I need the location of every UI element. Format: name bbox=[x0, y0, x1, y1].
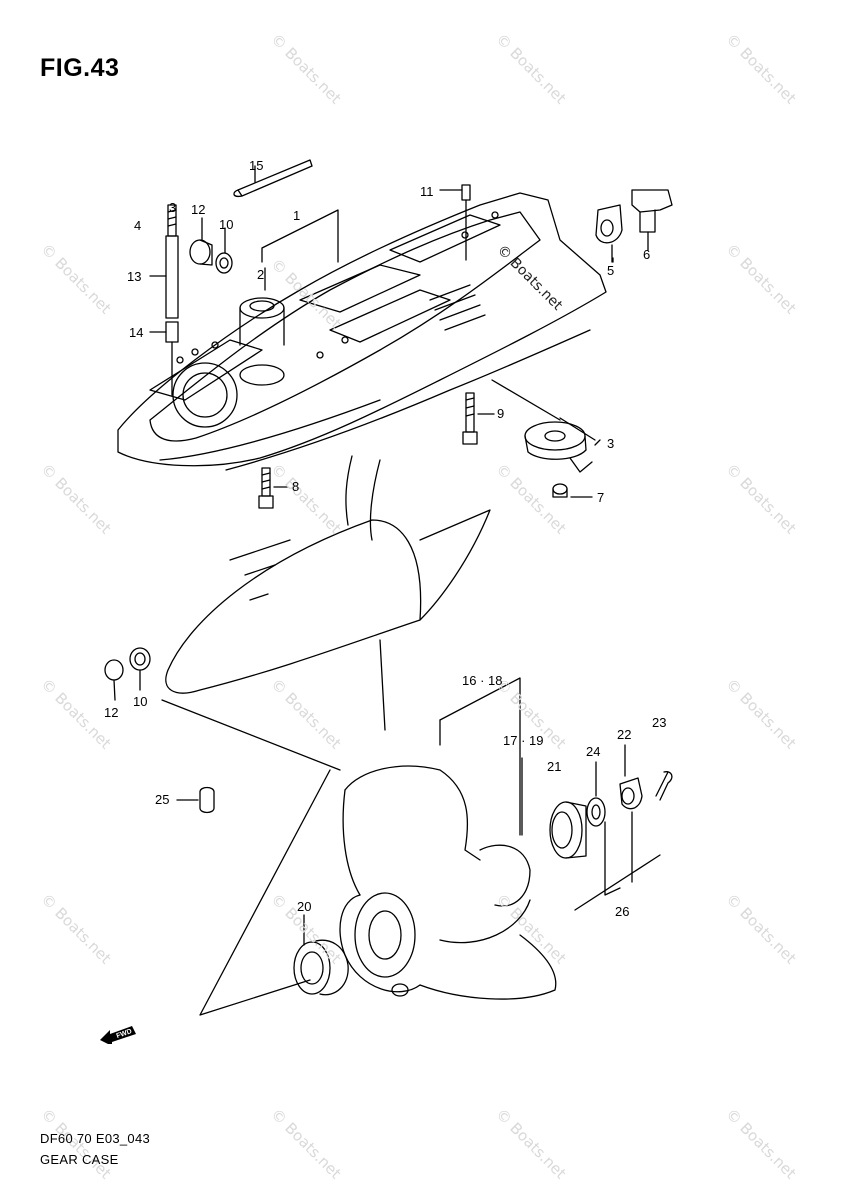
part-12-plug bbox=[189, 217, 233, 274]
callout-3-top: 3 bbox=[169, 200, 177, 215]
part-9-bolt bbox=[462, 392, 495, 445]
callout-11: 11 bbox=[420, 184, 434, 199]
callout-9: 9 bbox=[497, 406, 505, 421]
fwd-arrow-icon: FWD bbox=[98, 1022, 138, 1046]
callout-20: 20 bbox=[297, 899, 312, 914]
part-11-bolt bbox=[439, 184, 471, 261]
leader-3 bbox=[594, 439, 601, 446]
callout-23: 23 bbox=[652, 715, 667, 730]
part-5-bracket bbox=[595, 204, 623, 263]
part-3-trim-tab bbox=[491, 379, 593, 473]
part-25-plug bbox=[176, 786, 215, 814]
callout-10-top: 10 bbox=[219, 217, 234, 232]
callout-8: 8 bbox=[292, 479, 300, 494]
callout-15: 15 bbox=[249, 158, 264, 173]
callout-22: 22 bbox=[617, 727, 632, 742]
part-22-nut bbox=[619, 744, 643, 810]
callout-25: 25 bbox=[155, 792, 170, 807]
callout-26: 26 bbox=[615, 904, 630, 919]
callout-21: 21 bbox=[547, 759, 562, 774]
callout-2: 2 bbox=[257, 267, 265, 282]
fwd-label: FWD bbox=[116, 1028, 133, 1040]
part-6-anode bbox=[631, 189, 673, 251]
part-13-stud bbox=[149, 204, 179, 396]
part-7-bolt bbox=[552, 483, 593, 498]
part-20-spacer bbox=[293, 914, 349, 996]
callout-16-18: 16 · 18 bbox=[462, 673, 503, 688]
callout-3: 3 bbox=[607, 436, 615, 451]
part-15-tie bbox=[233, 159, 313, 198]
gear-case-housing bbox=[117, 192, 607, 471]
callout-1: 1 bbox=[293, 208, 301, 223]
callout-12-top: 12 bbox=[191, 202, 206, 217]
part-12-lower-plug bbox=[104, 647, 151, 701]
part-23-cotter-pin bbox=[655, 771, 673, 801]
part-26-leaders bbox=[574, 811, 661, 911]
callout-5: 5 bbox=[607, 263, 615, 278]
part-21-washer bbox=[549, 801, 587, 859]
callout-24: 24 bbox=[586, 744, 601, 759]
part-8-bolt bbox=[258, 467, 289, 509]
figure-caption: GEAR CASE bbox=[40, 1152, 119, 1167]
lower-housing-outline bbox=[161, 455, 491, 1016]
callout-7: 7 bbox=[597, 490, 605, 505]
callout-14: 14 bbox=[129, 325, 144, 340]
leader-3b bbox=[559, 417, 596, 441]
callout-10-lower: 10 bbox=[133, 694, 148, 709]
figure-title: FIG.43 bbox=[40, 54, 120, 82]
part-24-washer bbox=[586, 761, 606, 827]
callout-4: 4 bbox=[134, 218, 142, 233]
figure-code: DF60 70 E03_043 bbox=[40, 1131, 151, 1146]
callout-12-lower: 12 bbox=[104, 705, 119, 720]
callout-17-19: 17 · 19 bbox=[503, 733, 544, 748]
callout-6: 6 bbox=[643, 247, 651, 262]
propeller bbox=[339, 677, 557, 1000]
callout-13: 13 bbox=[127, 269, 142, 284]
